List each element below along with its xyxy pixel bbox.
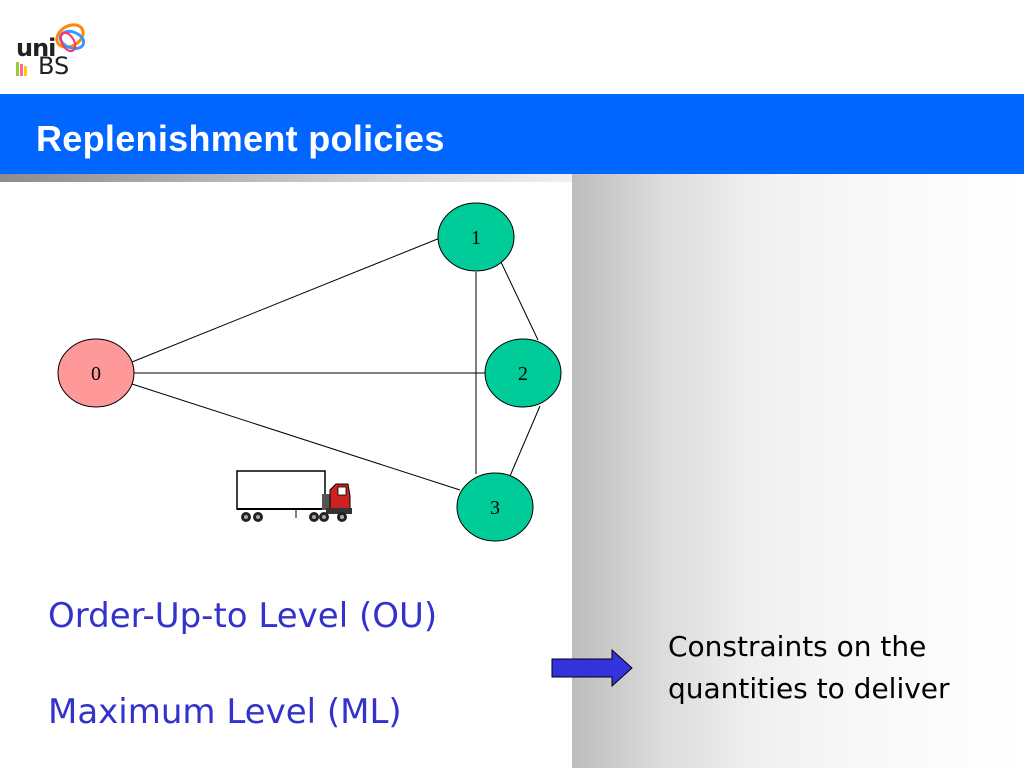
truck-icon bbox=[236, 470, 352, 522]
logo-bs-text: BS bbox=[38, 52, 70, 80]
slide-title: Replenishment policies bbox=[36, 118, 445, 159]
unibs-logo: uni BS bbox=[12, 12, 92, 82]
constraints-line-2: quantities to deliver bbox=[668, 672, 950, 705]
constraints-text: Constraints on the quantities to deliver bbox=[668, 626, 1018, 710]
logo-swirl-icon bbox=[16, 23, 86, 76]
policy-maximum-level: Maximum Level (ML) bbox=[48, 692, 402, 732]
right-arrow-icon bbox=[551, 648, 633, 688]
node-0: 0 bbox=[57, 338, 135, 408]
node-2-label: 2 bbox=[518, 363, 528, 385]
edge-0-3 bbox=[131, 383, 461, 491]
node-3-label: 3 bbox=[490, 497, 500, 519]
policy-order-up-to-level: Order-Up-to Level (OU) bbox=[48, 596, 438, 636]
title-underline bbox=[0, 174, 572, 182]
node-1: 1 bbox=[437, 202, 515, 272]
constraints-line-1: Constraints on the bbox=[668, 630, 927, 663]
node-2: 2 bbox=[484, 338, 562, 408]
edge-0-1 bbox=[131, 237, 441, 363]
edge-1-2 bbox=[499, 259, 539, 341]
title-bar bbox=[0, 94, 1024, 174]
side-gradient-panel bbox=[572, 174, 1024, 768]
node-0-label: 0 bbox=[91, 363, 101, 385]
logo-uni-text: uni bbox=[16, 34, 56, 62]
edge-2-3 bbox=[509, 405, 541, 477]
node-3: 3 bbox=[456, 472, 534, 542]
node-1-label: 1 bbox=[471, 227, 481, 249]
